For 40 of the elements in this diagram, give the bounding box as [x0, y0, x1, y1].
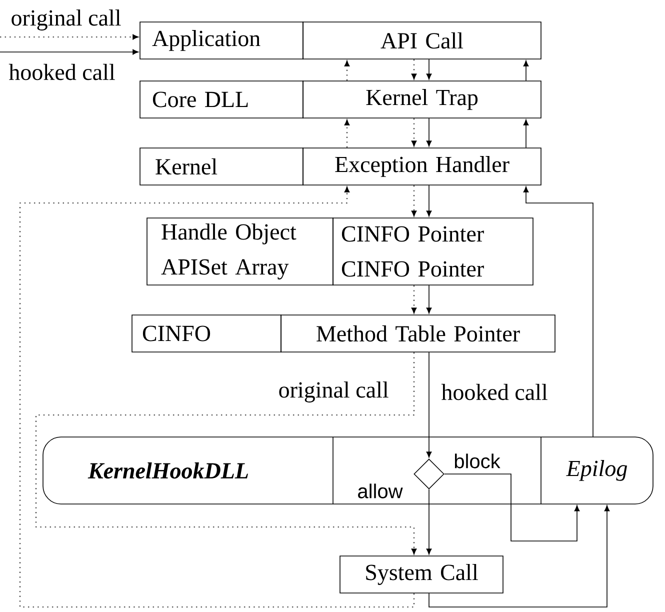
- arrow: [523, 119, 529, 148]
- table-cell: Exception Handler: [302, 148, 542, 186]
- edge-label: hooked call: [8, 62, 116, 82]
- arrow: [444, 474, 580, 542]
- edge-label: allow: [356, 482, 404, 500]
- arrow: [0, 49, 139, 55]
- cell-text: Epilog: [566, 460, 627, 481]
- table-cell: Core DLL: [140, 80, 304, 118]
- edge-label: block: [452, 452, 502, 470]
- table-cell: Handle Object APISet Array: [146, 218, 334, 286]
- edge-label: original call: [277, 380, 390, 404]
- process-box: System Call: [340, 556, 504, 594]
- arrow: [426, 59, 432, 80]
- arrow: [344, 60, 350, 81]
- table-cell: Application: [140, 22, 304, 60]
- arrow: [523, 60, 529, 81]
- table-cell: API Call: [302, 22, 542, 60]
- arrow: [426, 352, 432, 458]
- arrow: [426, 489, 432, 555]
- arrow: [523, 186, 594, 438]
- arrow: [411, 185, 417, 217]
- arrow: [411, 118, 417, 147]
- edge-label: original call: [10, 8, 122, 32]
- arrow: [344, 119, 350, 148]
- table-cell: Method Table Pointer: [280, 314, 556, 352]
- edge-label: hooked call: [440, 382, 549, 402]
- arrow: [36, 352, 417, 555]
- table-cell: Kernel Trap: [302, 80, 542, 118]
- arrow: [0, 34, 139, 40]
- table-cell: Kernel: [140, 148, 304, 186]
- table-cell: CINFO Pointer CINFO Pointer: [332, 218, 534, 286]
- arrow: [426, 118, 432, 147]
- arrow: [411, 59, 417, 80]
- arrow: [20, 186, 414, 608]
- arrow: [428, 505, 610, 608]
- arrow: [411, 285, 417, 314]
- arrow: [426, 185, 432, 217]
- arrow: [426, 285, 432, 314]
- table-cell: CINFO: [132, 314, 282, 352]
- decision-diamond: [414, 458, 444, 490]
